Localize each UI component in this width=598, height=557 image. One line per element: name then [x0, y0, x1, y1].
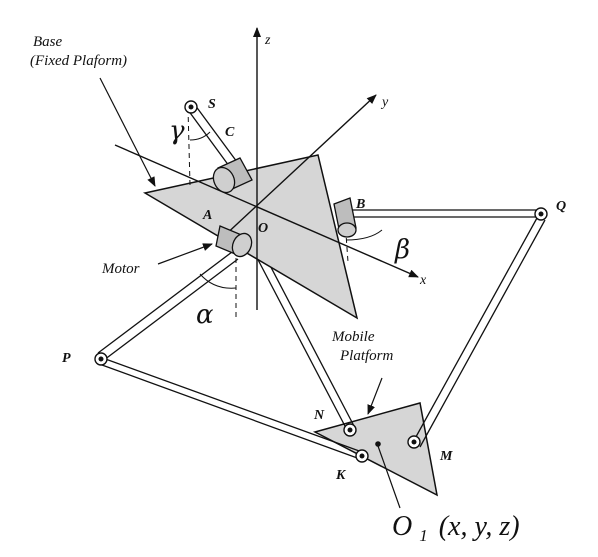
joint-M — [407, 435, 421, 449]
mobile-label-line2: Platform — [339, 348, 394, 364]
joint-P — [94, 352, 108, 366]
joint-N — [343, 423, 357, 437]
o1-main: O — [392, 511, 412, 542]
joint-Q — [534, 207, 548, 221]
motor-C — [212, 157, 253, 194]
beta-arc — [345, 229, 383, 241]
joint-S — [184, 100, 198, 114]
beta-label: β — [394, 235, 410, 265]
link-Q-M — [411, 217, 546, 448]
link-P-motorA — [97, 251, 239, 361]
o1-label: O 1 (x, y, z) — [392, 511, 520, 548]
mobile-callout-arrow — [367, 377, 383, 415]
base-callout-arrow — [99, 77, 156, 187]
base-label-line2: (Fixed Plaform) — [30, 53, 127, 69]
x-axis-label: x — [419, 273, 427, 288]
motor-B — [333, 197, 357, 238]
z-axis-label: z — [264, 33, 271, 48]
gamma-ref-line — [187, 107, 191, 186]
platform-center-dot — [375, 441, 381, 447]
link-N-A — [254, 251, 355, 429]
link-B-Q — [345, 209, 537, 218]
y-axis-label: y — [380, 95, 389, 110]
motor-A — [215, 225, 253, 258]
point-C-label: C — [225, 125, 235, 140]
o1-subscript: 1 — [419, 526, 428, 545]
point-P-label: P — [62, 351, 71, 366]
point-B-label: B — [355, 197, 365, 212]
point-M-label: M — [439, 449, 453, 464]
link-P-K — [99, 356, 363, 460]
gamma-label: γ — [169, 116, 185, 146]
o1-coords: (x, y, z) — [439, 511, 520, 542]
base-label-line1: Base — [33, 34, 63, 50]
alpha-arc — [199, 273, 237, 289]
point-Q-label: Q — [556, 199, 566, 214]
point-O-label: O — [258, 221, 268, 236]
gamma-arc — [189, 131, 211, 141]
point-A-label: A — [202, 208, 212, 223]
x-axis — [114, 144, 419, 278]
point-K-label: K — [335, 468, 347, 483]
y-axis — [221, 94, 377, 239]
motor-label: Motor — [101, 261, 140, 277]
point-S-label: S — [208, 97, 216, 112]
beta-ref-line — [344, 219, 349, 263]
o1-callout-line — [377, 445, 401, 509]
joint-K — [355, 449, 369, 463]
link-S-C — [187, 104, 241, 171]
alpha-label: α — [196, 300, 214, 330]
point-N-label: N — [313, 408, 325, 423]
mobile-label-line1: Mobile — [331, 329, 375, 345]
motor-callout-arrow — [157, 243, 213, 265]
